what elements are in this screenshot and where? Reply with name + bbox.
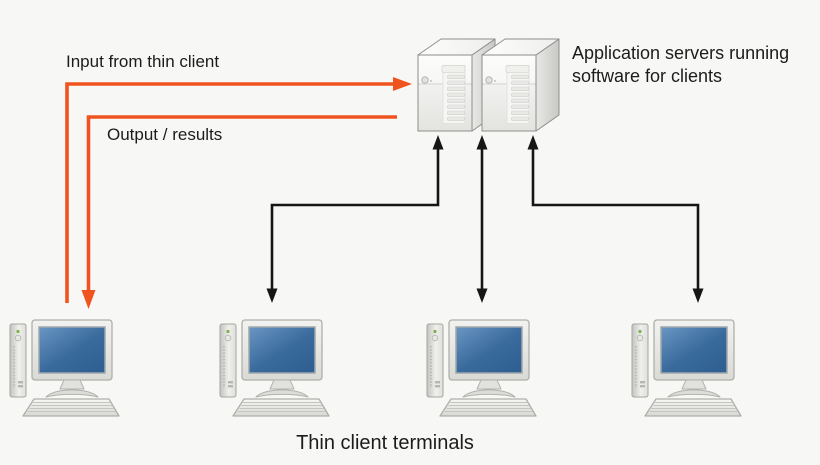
thin-clients-group [9,319,742,417]
thin-client-terminals-caption: Thin client terminals [296,432,474,454]
black-arrows [266,135,704,303]
servers-client-2-arrow [266,135,444,303]
servers-client-3-arrow [476,135,488,303]
output-arrow-label: Output / results [107,125,223,144]
thin-client-icon [9,319,120,417]
output-arrow [81,115,397,309]
thin-client-icon [426,319,537,417]
server-tower-icon [481,38,560,132]
thin-client-icon [219,319,330,417]
orange-arrows [65,77,412,309]
input-arrow-label: Input from thin client [66,52,220,71]
application-servers-label: Application servers running software for… [572,43,790,87]
input-arrow [65,77,412,303]
servers-client-4-arrow [527,135,704,303]
application-servers-group [417,38,560,132]
thin-client-icon [631,319,742,417]
